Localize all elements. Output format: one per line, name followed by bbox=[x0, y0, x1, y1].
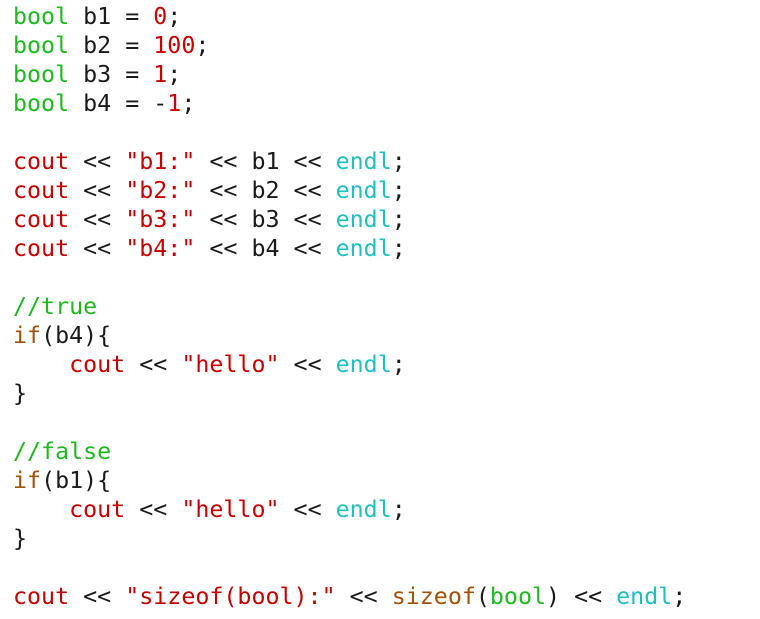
code-token-plain: (b4){ bbox=[41, 322, 112, 349]
code-token-type: bool bbox=[13, 90, 70, 117]
code-token-plain: << b2 << bbox=[195, 177, 336, 204]
code-token-num: 0 bbox=[153, 3, 168, 30]
code-token-plain: << bbox=[279, 351, 336, 378]
code-line: bool b2 = 100; bbox=[13, 31, 686, 60]
code-token-plain bbox=[13, 496, 69, 523]
code-token-comment: //false bbox=[13, 438, 112, 465]
code-token-plain: << bbox=[125, 351, 182, 378]
code-token-comment: //true bbox=[13, 293, 98, 320]
code-line: cout << "sizeof(bool):" << sizeof(bool) … bbox=[13, 582, 686, 611]
code-token-plain: << bbox=[69, 148, 126, 175]
code-token-kw: if bbox=[13, 467, 42, 494]
code-token-endl: endl bbox=[335, 177, 392, 204]
code-token-plain: b1 = bbox=[69, 3, 154, 30]
code-token-plain: } bbox=[13, 525, 28, 552]
code-token-num: 1 bbox=[167, 90, 182, 117]
code-line bbox=[13, 408, 686, 437]
code-token-plain: ; bbox=[167, 61, 182, 88]
code-token-plain: << bbox=[69, 583, 126, 610]
code-line bbox=[13, 553, 686, 582]
code-line: cout << "hello" << endl; bbox=[13, 495, 686, 524]
code-token-plain: ) << bbox=[546, 583, 617, 610]
code-token-cout: cout bbox=[13, 177, 70, 204]
code-token-endl: endl bbox=[616, 583, 673, 610]
code-token-plain: ; bbox=[195, 32, 210, 59]
code-token-cout: cout bbox=[13, 206, 70, 233]
code-token-endl: endl bbox=[335, 148, 392, 175]
code-token-plain: ; bbox=[391, 351, 406, 378]
code-token-plain: ; bbox=[672, 583, 687, 610]
code-line: cout << "b2:" << b2 << endl; bbox=[13, 176, 686, 205]
code-line bbox=[13, 118, 686, 147]
code-token-str: "hello" bbox=[181, 496, 280, 523]
code-token-plain: ; bbox=[181, 90, 196, 117]
code-line: bool b3 = 1; bbox=[13, 60, 686, 89]
code-token-plain: << bbox=[335, 583, 392, 610]
code-token-plain bbox=[13, 351, 69, 378]
code-line: if(b1){ bbox=[13, 466, 686, 495]
code-line: } bbox=[13, 379, 686, 408]
code-token-cout: cout bbox=[13, 148, 70, 175]
code-token-plain: << bbox=[69, 206, 126, 233]
code-token-cout: cout bbox=[69, 496, 126, 523]
code-token-type: bool bbox=[13, 3, 70, 30]
code-token-plain: ; bbox=[391, 148, 406, 175]
code-token-kw: sizeof bbox=[391, 583, 476, 610]
code-token-type: bool bbox=[13, 61, 70, 88]
code-token-plain: b4 = - bbox=[69, 90, 168, 117]
code-token-plain: b3 = bbox=[69, 61, 154, 88]
code-token-plain: << bbox=[279, 496, 336, 523]
code-line: cout << "b3:" << b3 << endl; bbox=[13, 205, 686, 234]
code-block: bool b1 = 0;bool b2 = 100;bool b3 = 1;bo… bbox=[13, 2, 686, 611]
code-token-endl: endl bbox=[335, 206, 392, 233]
code-token-plain: << b4 << bbox=[195, 235, 336, 262]
code-line: cout << "hello" << endl; bbox=[13, 350, 686, 379]
code-token-plain: << bbox=[69, 177, 126, 204]
code-token-plain: << bbox=[69, 235, 126, 262]
code-token-plain: b2 = bbox=[69, 32, 154, 59]
code-line: //true bbox=[13, 292, 686, 321]
code-token-str: "hello" bbox=[181, 351, 280, 378]
code-token-endl: endl bbox=[335, 351, 392, 378]
code-token-str: "sizeof(bool):" bbox=[125, 583, 336, 610]
code-token-plain: << bbox=[125, 496, 182, 523]
code-token-plain: ; bbox=[391, 235, 406, 262]
code-token-endl: endl bbox=[335, 496, 392, 523]
code-token-str: "b4:" bbox=[125, 235, 196, 262]
code-token-cout: cout bbox=[69, 351, 126, 378]
code-line: bool b4 = -1; bbox=[13, 89, 686, 118]
code-token-cout: cout bbox=[13, 235, 70, 262]
code-line: //false bbox=[13, 437, 686, 466]
code-token-str: "b2:" bbox=[125, 177, 196, 204]
code-token-plain: ( bbox=[475, 583, 490, 610]
code-line: cout << "b4:" << b4 << endl; bbox=[13, 234, 686, 263]
code-token-plain: << b1 << bbox=[195, 148, 336, 175]
code-token-str: "b3:" bbox=[125, 206, 196, 233]
code-token-kw: if bbox=[13, 322, 42, 349]
code-token-num: 100 bbox=[153, 32, 196, 59]
code-token-plain: ; bbox=[391, 496, 406, 523]
code-line: cout << "b1:" << b1 << endl; bbox=[13, 147, 686, 176]
code-token-plain: ; bbox=[167, 3, 182, 30]
code-token-type: bool bbox=[13, 32, 70, 59]
code-token-endl: endl bbox=[335, 235, 392, 262]
code-token-plain: } bbox=[13, 380, 28, 407]
code-token-plain: ; bbox=[391, 206, 406, 233]
code-line: bool b1 = 0; bbox=[13, 2, 686, 31]
code-line: } bbox=[13, 524, 686, 553]
code-token-num: 1 bbox=[153, 61, 168, 88]
code-line bbox=[13, 263, 686, 292]
code-token-plain: (b1){ bbox=[41, 467, 112, 494]
code-token-plain: ; bbox=[391, 177, 406, 204]
code-token-plain: << b3 << bbox=[195, 206, 336, 233]
code-token-str: "b1:" bbox=[125, 148, 196, 175]
code-token-cout: cout bbox=[13, 583, 70, 610]
code-token-type: bool bbox=[489, 583, 547, 610]
code-line: if(b4){ bbox=[13, 321, 686, 350]
